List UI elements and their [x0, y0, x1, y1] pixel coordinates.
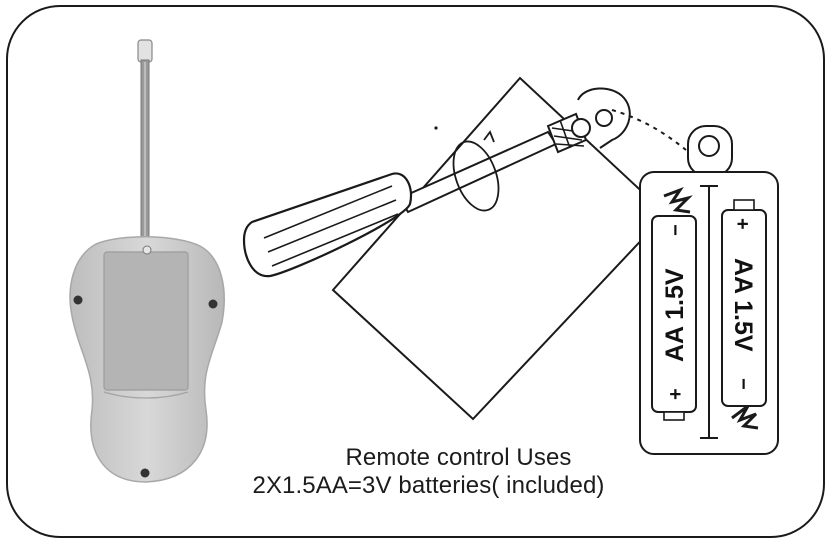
caption-line-2: 2X1.5AA=3V batteries( included)	[252, 472, 605, 499]
cover-plate	[331, 76, 668, 421]
remote-control	[69, 39, 225, 483]
antenna	[137, 39, 153, 241]
battery-right-plus: +	[731, 218, 753, 230]
screw-top	[142, 245, 152, 255]
battery-left-label: AA 1.5V	[661, 268, 689, 362]
screw-bottom	[140, 468, 150, 478]
battery-left-minus: −	[665, 224, 687, 236]
battery-left: AA 1.5V − +	[651, 215, 697, 421]
screw	[546, 112, 591, 154]
screw-right	[208, 299, 218, 309]
caption-line-1: Remote control Uses	[345, 444, 572, 471]
spring-top	[663, 186, 693, 214]
rotation-arrow-icon	[452, 130, 500, 212]
screw-left	[73, 295, 83, 305]
battery-left-plus: +	[665, 388, 687, 400]
battery-compartment: AA 1.5V − + AA 1.5V + −	[639, 125, 779, 455]
battery-right-minus: −	[732, 378, 754, 390]
screwdriver	[242, 112, 591, 278]
battery-right-label: AA 1.5V	[729, 258, 757, 352]
battery-right: AA 1.5V + −	[721, 199, 767, 407]
battery-cover	[103, 251, 189, 391]
spring-bottom	[731, 404, 759, 430]
